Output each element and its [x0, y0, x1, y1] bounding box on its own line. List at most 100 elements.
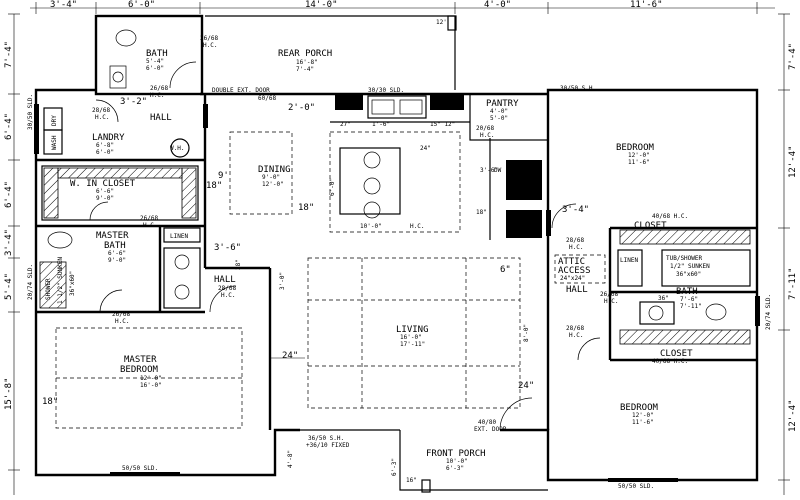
bath-top-door: 26/68 [200, 35, 218, 42]
living-dim1: 16'-0" [400, 334, 422, 341]
hall-dim-3-2: 3'-2" [120, 97, 147, 107]
laundry-label: LANDRY [92, 133, 125, 143]
ext-door-2: EXT. DOOR [474, 426, 507, 433]
front-porch-label: FRONT PORCH [426, 449, 486, 459]
bedroom-top-dim1: 12'-0" [628, 152, 650, 159]
pantry-door-hc: H.C. [480, 132, 494, 139]
tub-shower-size: 36"x60" [676, 271, 701, 278]
bath-right-window: 20/74 SLD. [765, 294, 772, 330]
master-bath-dim2: 9'-0" [108, 257, 126, 264]
laundry-window: 30/50 SLD. [27, 94, 34, 130]
laundry-door-hc: H.C. [95, 114, 109, 121]
bath-right-label: BATH [676, 287, 698, 297]
ext-door: 40/80 [478, 419, 496, 426]
dbl-ext-door: DOUBLE EXT. DOOR [212, 87, 270, 94]
bath-top: BATH 5'-4" 6'-0" 26/68 H.C. [109, 29, 218, 89]
closet-right-door: 40/68 H.C. [652, 358, 688, 365]
mb-window: 50/50 SLD. [122, 465, 158, 472]
pantry-label: PANTRY [486, 99, 519, 109]
shower-label: SHOWER [45, 278, 52, 300]
hall-top-label: HALL [150, 113, 172, 123]
left-dim-3: 6'-4" [4, 181, 14, 208]
right-dimension-string: 7'-4" 12'-4" 7'-11" 12'-4" [778, 13, 798, 495]
bedroom-bottom-label: BEDROOM [620, 403, 659, 413]
kitchen-dim-3-6: 3'-6" [480, 167, 498, 174]
living: LIVING 16'-0" 17'-11" 3'-0" 8'-0" 6" 24"… [279, 257, 534, 468]
hall-right: ATTIC ACCESS 24"x24" HALL 26/68 H.C. 28/… [554, 249, 643, 361]
bedroom-top-dim2: 11'-6" [628, 159, 650, 166]
master-bath-label-1: MASTER [96, 231, 129, 241]
living-dim2: 17'-11" [400, 341, 425, 348]
top-dim-3: 14'-0" [305, 0, 338, 10]
laundry: HALL 26/68 H.C. 3'-2" 28/68 H.C. LANDRY … [27, 85, 208, 158]
bedroom-top-dim-3-4: 3'-4" [562, 205, 589, 215]
right-dim-2: 12'-4" [788, 145, 798, 178]
closet-top: CLOSET 40/68 H.C. [619, 213, 751, 245]
front-porch-dim-6-3: 6'-3" [391, 458, 398, 476]
hall-mid-label: HALL [214, 275, 236, 285]
hall-mid-door: 28/68 [218, 285, 236, 292]
dryer-label: DRY [51, 115, 58, 126]
refrig-label: REFRIG. [510, 223, 535, 230]
attic-label-2: ACCESS [558, 266, 591, 276]
master-bath-dim1: 6'-6" [108, 250, 126, 257]
dim-9: 9' [218, 171, 229, 181]
top-dim-5: 4'-0" [484, 0, 511, 10]
bath-right-dim2: 7'-11" [680, 303, 702, 310]
left-dim-6: 15'-8" [4, 377, 14, 410]
island-10: 10'-0" [360, 223, 382, 230]
water-heater-label: W.H. [170, 145, 184, 152]
master-bedroom: MASTER BEDROOM 12'-0" 16'-0" 18" 50/50 S… [42, 327, 305, 476]
dim-27: 27" [340, 121, 351, 128]
bedroom-top-label: BEDROOM [616, 143, 655, 153]
bedroom-bottom-dim1: 12'-0" [632, 412, 654, 419]
living-dim-8-0: 8'-0" [523, 324, 530, 342]
w-in-closet-label: W. IN CLOSET [70, 179, 136, 189]
washer-label: WASH [51, 135, 58, 150]
bath-top-label: BATH [146, 49, 168, 59]
w-in-closet-dim1: 6'-6" [96, 188, 114, 195]
bath-right: TUB/SHOWER 1/2" SUNKEN 36"x60" BATH 7'-6… [639, 249, 772, 330]
front-porch-16: 16" [406, 477, 417, 484]
dbl-ext-size: 60/68 [258, 95, 276, 102]
laundry-door: 28/68 [92, 107, 110, 114]
living-label: LIVING [396, 325, 429, 335]
front-porch-dim2: 6'-3" [446, 465, 464, 472]
bath-top-dim2: 6'-0" [146, 65, 164, 72]
dim-18b: 18" [206, 181, 222, 191]
rear-porch-label: REAR PORCH [278, 49, 332, 59]
linen-right-label: LINEN [620, 257, 638, 264]
linen-mb-label: LINEN [170, 233, 188, 240]
kitchen-18: 18" [476, 209, 487, 216]
master-bath: MASTER BATH 6'-6" 9'-0" LINEN SHOWER 1 1… [27, 227, 201, 325]
tub-shower-label: TUB/SHOWER [666, 255, 703, 262]
right-dim-3: 7'-11" [788, 267, 798, 300]
attic-size: 24"x24" [560, 275, 585, 282]
dim-1-6: 1'-6" [372, 121, 390, 128]
hall-right-door-hc: H.C. [604, 298, 618, 305]
bedroom-top-door: 28/68 [566, 237, 584, 244]
closet-right: CLOSET 40/68 H.C. [619, 329, 751, 365]
hall-right-door: 26/68 [600, 291, 618, 298]
dim-24b: 24" [518, 381, 534, 391]
bath-top-dim1: 5'-4" [146, 58, 164, 65]
bedroom-top-window: 30/50 S.H. [560, 85, 596, 92]
w-in-closet: W. IN CLOSET 6'-6" 9'-0" 26/68 H.C. [41, 165, 199, 229]
bedroom-bottom-dim2: 11'-6" [632, 419, 654, 426]
pantry-door: 20/68 [476, 125, 494, 132]
bedroom-top-door-hc: H.C. [569, 244, 583, 251]
left-dim-5: 5'-4" [4, 273, 14, 300]
closet-top-door: 40/68 H.C. [652, 213, 688, 220]
front-window: 36/50 S.H. [308, 435, 344, 442]
dining-dim2: 12'-0" [262, 181, 284, 188]
front-porch-dim1: 10'-0" [446, 458, 468, 465]
closet-right-label: CLOSET [660, 349, 693, 359]
left-dim-2: 6'-4" [4, 113, 14, 140]
bath-top-door-hc: H.C. [203, 42, 217, 49]
bath-right-dim1: 7'-6" [680, 296, 698, 303]
left-dim-4: 3'-4" [4, 229, 14, 256]
right-dim-1: 7'-4" [788, 43, 798, 70]
rear-porch-dim1: 16'-8" [296, 59, 318, 66]
dim-28: 28" [235, 259, 242, 270]
bedroom-top: 30/50 S.H. BEDROOM 12'-0" 11'-6" 3'-4" 2… [546, 85, 655, 251]
